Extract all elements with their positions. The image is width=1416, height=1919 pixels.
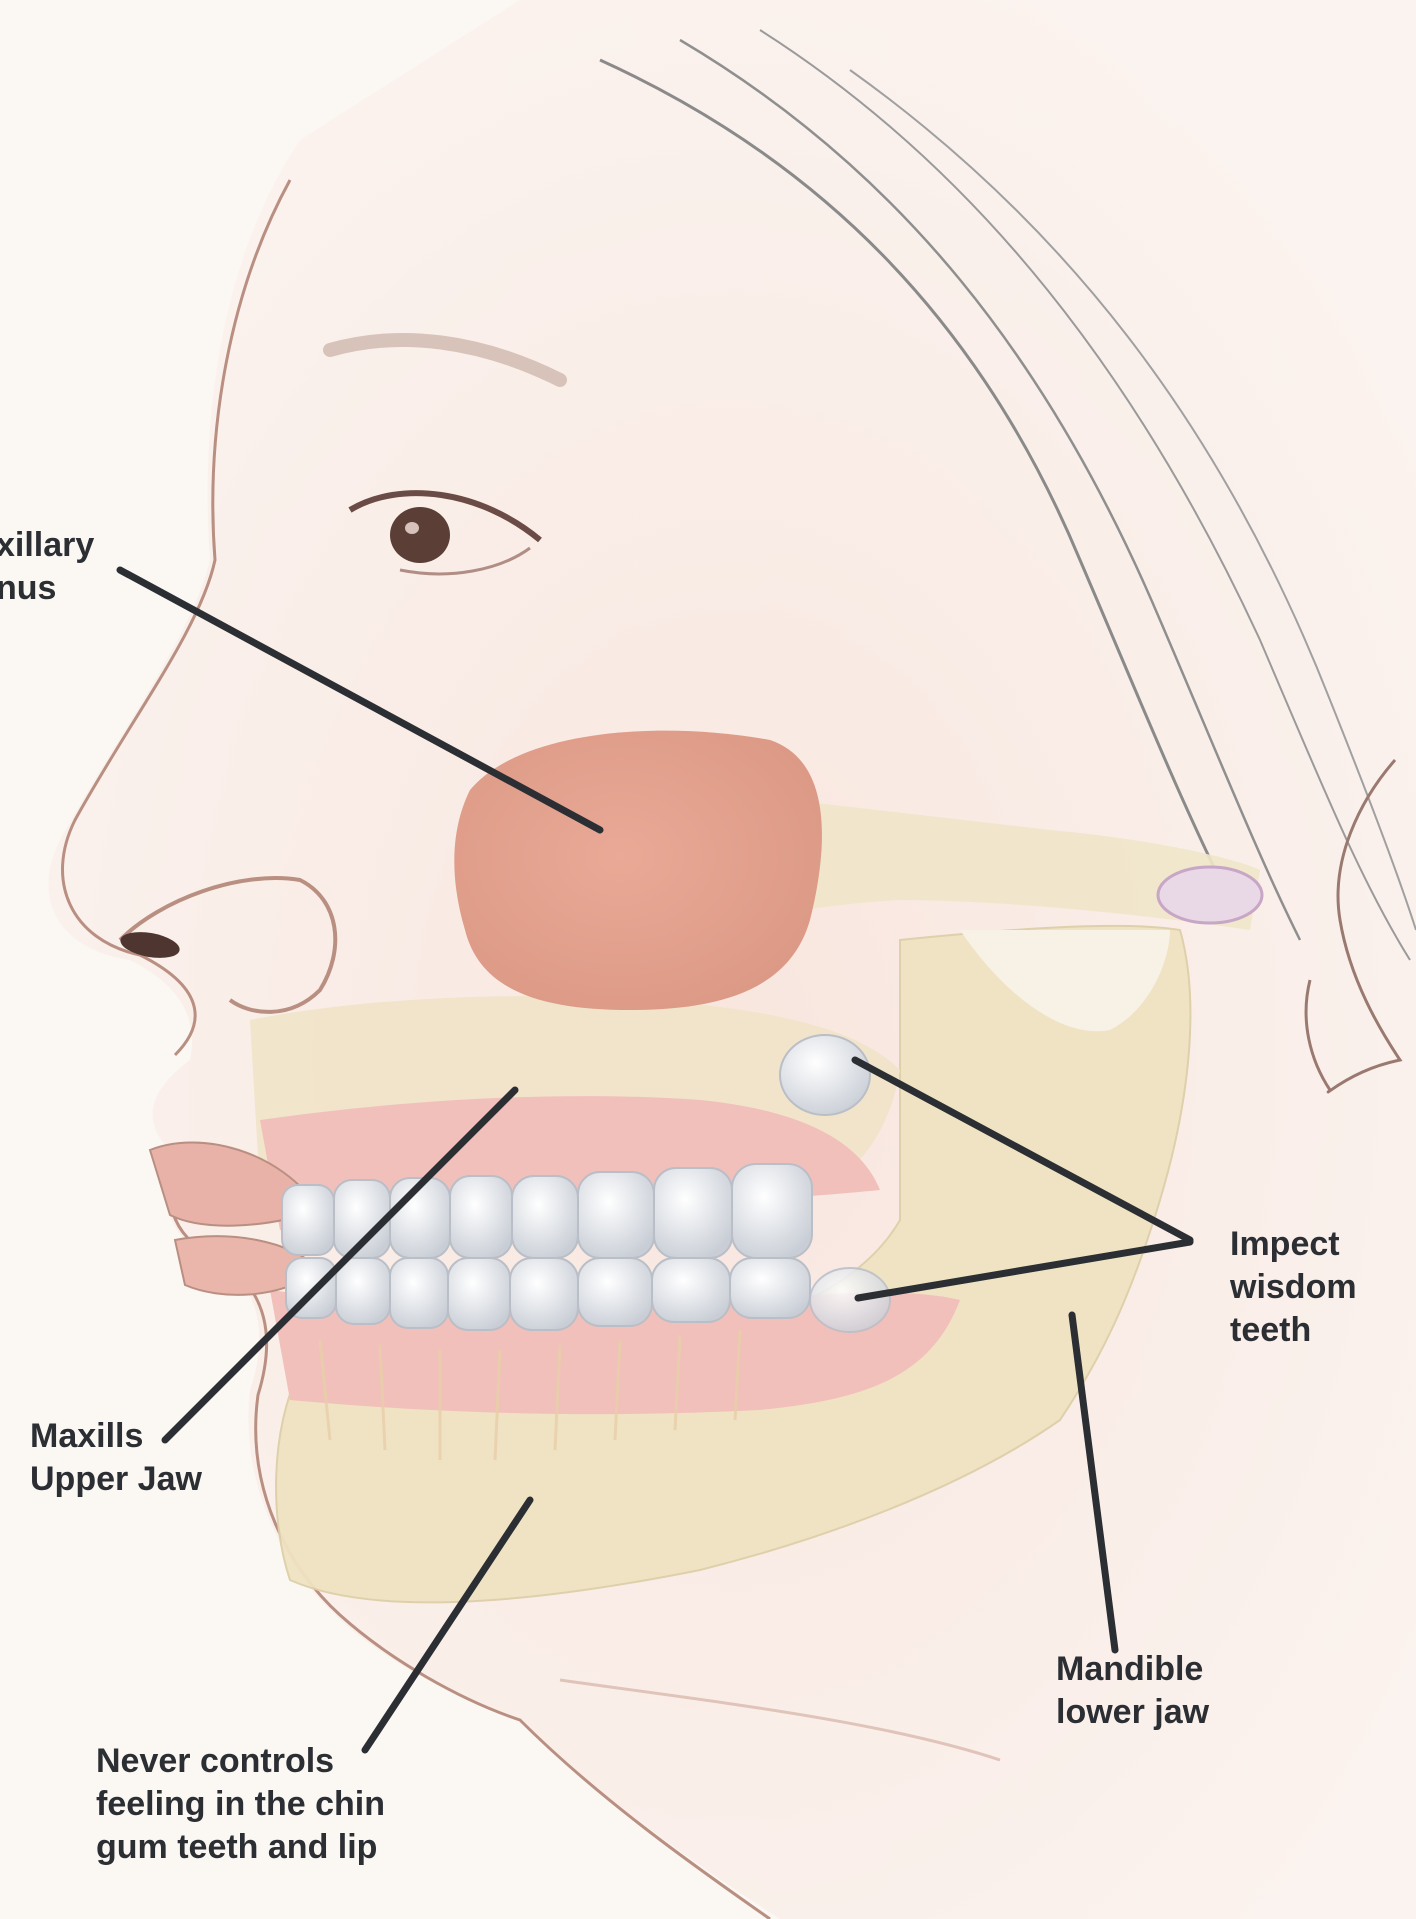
label-maxilla-upper-jaw: Maxills Upper Jaw (30, 1415, 202, 1501)
label-mandible-lower-jaw: Mandible lower jaw (1056, 1648, 1209, 1734)
upper-wisdom-tooth (780, 1035, 870, 1115)
label-maxillary-sinus: xillary nus (0, 524, 94, 610)
label-wisdom-teeth: Impect wisdom teeth (1230, 1223, 1357, 1352)
lower-wisdom-tooth (810, 1268, 890, 1332)
condyle (1158, 867, 1262, 923)
iris (390, 507, 450, 563)
label-nerve: Never controls feeling in the chin gum t… (96, 1740, 385, 1869)
maxillary-sinus (454, 731, 822, 1010)
pupil-highlight (405, 522, 419, 534)
